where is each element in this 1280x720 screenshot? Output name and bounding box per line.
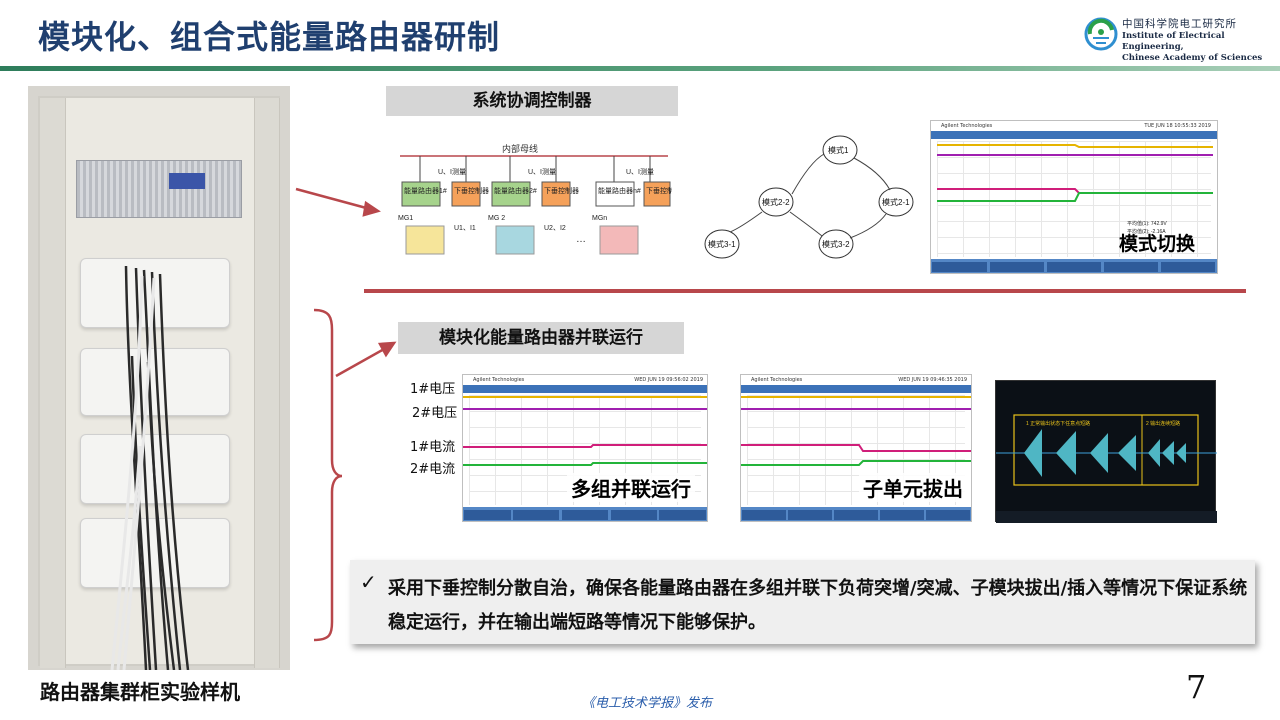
scope-toolbar: [741, 385, 971, 393]
cabinet-cables: [110, 265, 190, 670]
router-1-ctrl: 下垂控制器: [454, 186, 489, 195]
scope-brand: Agilent Technologies: [473, 377, 525, 383]
state-node-1: 模式1: [828, 145, 849, 155]
cabinet-right-post: [254, 98, 280, 668]
parallel-traces: [463, 396, 707, 466]
router-n-name: 能量路由器n#: [598, 186, 641, 195]
scope-date: WED JUN 19 09:56:02 2019: [634, 377, 703, 383]
scope-toolbar: [463, 385, 707, 393]
state-node-2-1: 模式2-1: [882, 197, 910, 207]
router-module-4: [80, 518, 230, 588]
state-node-2-2: 模式2-2: [762, 197, 790, 207]
scope-header: Agilent Technologies WED JUN 19 09:46:35 …: [741, 375, 971, 385]
router-n-mg: MGn: [592, 215, 607, 222]
cabinet-lcd: [169, 173, 205, 189]
unit-removal-traces: [741, 396, 971, 466]
curly-brace: [313, 308, 343, 642]
section-divider: [364, 289, 1246, 293]
router-2-name: 能量路由器2#: [494, 186, 537, 195]
scope-header: Agilent Technologies TUE JUN 18 10:55:33 …: [931, 121, 1217, 131]
scope-softkeys: [931, 259, 1217, 273]
cabinet-photo: [28, 86, 290, 670]
scope-brand: Agilent Technologies: [751, 377, 803, 383]
page-number: 7: [1186, 668, 1207, 706]
mode-switch-label: 模式切换: [1119, 233, 1196, 255]
router-1-meas: U1、I1: [454, 225, 476, 232]
parallel-scope: Agilent Technologies WED JUN 19 09:56:02 …: [462, 374, 708, 522]
short-circuit-text-2: 2 输出连续短路: [1146, 420, 1180, 427]
publication-footer: 《电工技术学报》发布: [582, 696, 713, 711]
conclusion-note: ✓ 采用下垂控制分散自治，确保各能量路由器在多组并联下负荷突增/突减、子模块拔出…: [350, 560, 1255, 644]
state-transition-diagram: 模式1 模式2-2 模式2-1 模式3-1 模式3-2: [704, 135, 914, 259]
section-label-coordination: 系统协调控制器: [386, 86, 678, 116]
slide-title: 模块化、组合式能量路由器研制: [38, 18, 501, 56]
mode-switch-scope: Agilent Technologies TUE JUN 18 10:55:33 …: [930, 120, 1218, 274]
cabinet-left-post: [40, 98, 66, 668]
signal-label-i2: 2#电流: [410, 462, 456, 477]
scope-softkeys: [741, 507, 971, 521]
unit-removal-caption: 子单元拔出: [859, 473, 967, 502]
signal-label-v2: 2#电压: [412, 406, 458, 421]
section-label-parallel: 模块化能量路由器并联运行: [398, 322, 684, 354]
svg-text:…: …: [576, 234, 586, 245]
mode-switch-traces: 平均值(1): 742.9V 平均值(2): -2.16A: [937, 144, 1213, 235]
bus-label: 内部母线: [502, 143, 538, 154]
scope-date: WED JUN 19 09:46:35 2019: [898, 377, 967, 383]
router-1-mg: MG1: [398, 215, 413, 222]
signal-label-v1: 1#电压: [410, 382, 456, 397]
router-2-meas: U2、I2: [544, 225, 566, 232]
scope-readout-1: 平均值(1): 742.9V: [1127, 220, 1167, 227]
title-underline: [0, 66, 1280, 71]
router-2-mg: MG 2: [488, 215, 505, 222]
institute-logo-icon: [1084, 17, 1118, 51]
conclusion-text: 采用下垂控制分散自治，确保各能量路由器在多组并联下负荷突增/突减、子模块拔出/插…: [388, 578, 1248, 633]
scope-readout-2: 平均值(2): -2.16A: [1127, 228, 1166, 235]
institute-name-cn: 中国科学院电工研究所: [1122, 18, 1237, 30]
scope-softkeys: [463, 507, 707, 521]
arrow-head-2: [377, 341, 397, 358]
short-circuit-scope: 1 正常输出状态下任意点短路 2 输出连续短路: [995, 380, 1217, 523]
arrow-head-1: [362, 200, 381, 217]
scope-grid: [937, 141, 1211, 257]
router-module-1: [80, 258, 230, 328]
short-circuit-traces: 1 正常输出状态下任意点短路 2 输出连续短路: [996, 414, 1217, 523]
measure-label-1: U、I测量: [438, 168, 466, 176]
control-block-diagram: 内部母线 U、I测量 能量路由器1# 下垂控制器 MG1 U1、I1 U、I测量…: [398, 143, 672, 255]
router-1-name: 能量路由器1#: [404, 186, 447, 195]
scope-date: TUE JUN 18 10:55:33 2019: [1144, 123, 1211, 129]
scope-brand: Agilent Technologies: [941, 123, 993, 129]
unit-removal-scope: Agilent Technologies WED JUN 19 09:46:35 …: [740, 374, 972, 522]
state-node-3-2: 模式3-2: [822, 239, 850, 249]
institute-name: 中国科学院电工研究所 Institute of Electrical Engin…: [1122, 16, 1280, 64]
short-circuit-text-1: 1 正常输出状态下任意点短路: [1026, 420, 1090, 427]
scope-header: Agilent Technologies WED JUN 19 09:56:02 …: [463, 375, 707, 385]
router-2-ctrl: 下垂控制器: [544, 186, 579, 195]
institute-name-en-1: Institute of Electrical Engineering,: [1122, 31, 1225, 52]
measure-label-3: U、I测量: [626, 168, 654, 176]
state-node-3-1: 模式3-1: [708, 239, 736, 249]
cabinet-top-module: [76, 160, 242, 218]
parallel-caption: 多组并联运行: [567, 473, 695, 502]
cabinet-caption: 路由器集群柜实验样机: [40, 680, 240, 704]
measure-label-2: U、I测量: [528, 168, 556, 176]
institute-name-en-2: Chinese Academy of Sciences: [1122, 53, 1263, 63]
scope-toolbar: [931, 131, 1217, 139]
checkmark-icon: ✓: [360, 570, 377, 594]
signal-label-i1: 1#电流: [410, 440, 456, 455]
router-n-ctrl: 下垂控制器: [646, 186, 672, 195]
